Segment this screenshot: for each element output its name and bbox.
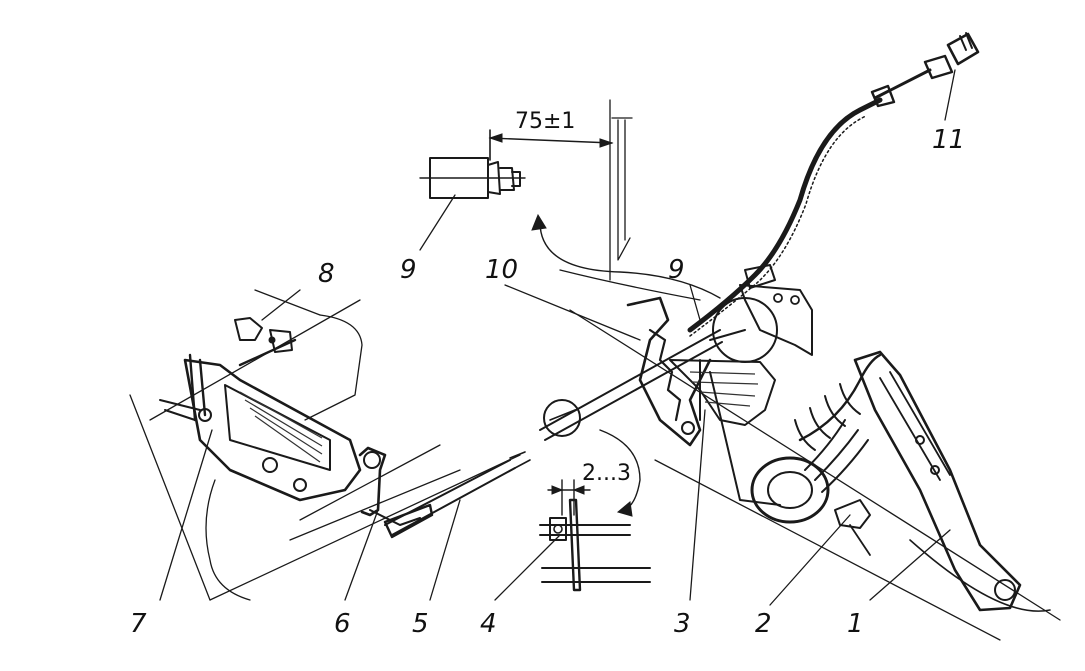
throttle-cable-11	[687, 32, 980, 337]
label-4: 4	[480, 609, 497, 639]
label-8: 8	[318, 259, 335, 289]
item-labels: 1 2 3 4 5 6 7 8 9 9 10 11	[130, 125, 965, 639]
label-2: 2	[755, 609, 772, 639]
throttle-bracket-assembly	[626, 296, 781, 506]
body-contours	[129, 99, 1061, 641]
detail-gap-4: 2...3	[539, 429, 651, 592]
label-1: 1	[847, 609, 864, 639]
label-6: 6	[334, 609, 351, 639]
detail-stop-9	[419, 129, 526, 199]
link-rod-10	[539, 329, 723, 441]
label-7: 7	[130, 609, 147, 639]
label-10: 10	[485, 255, 518, 285]
label-11: 11	[932, 125, 965, 155]
dimension-75: 75±1	[488, 109, 614, 148]
label-3: 3	[674, 609, 691, 639]
label-9-detail: 9	[400, 255, 417, 285]
dimension-label-75: 75±1	[515, 109, 575, 134]
pedal-spring-assembly	[750, 350, 1051, 612]
label-9-assembly: 9	[668, 255, 685, 285]
dimension-label-gap: 2...3	[582, 461, 631, 486]
push-rod-5	[383, 451, 531, 539]
pedal-bracket-assembly	[159, 317, 362, 502]
label-5: 5	[412, 609, 429, 639]
lever-6	[358, 446, 421, 526]
reference-arrow	[531, 213, 721, 299]
leader-lines	[159, 69, 956, 606]
